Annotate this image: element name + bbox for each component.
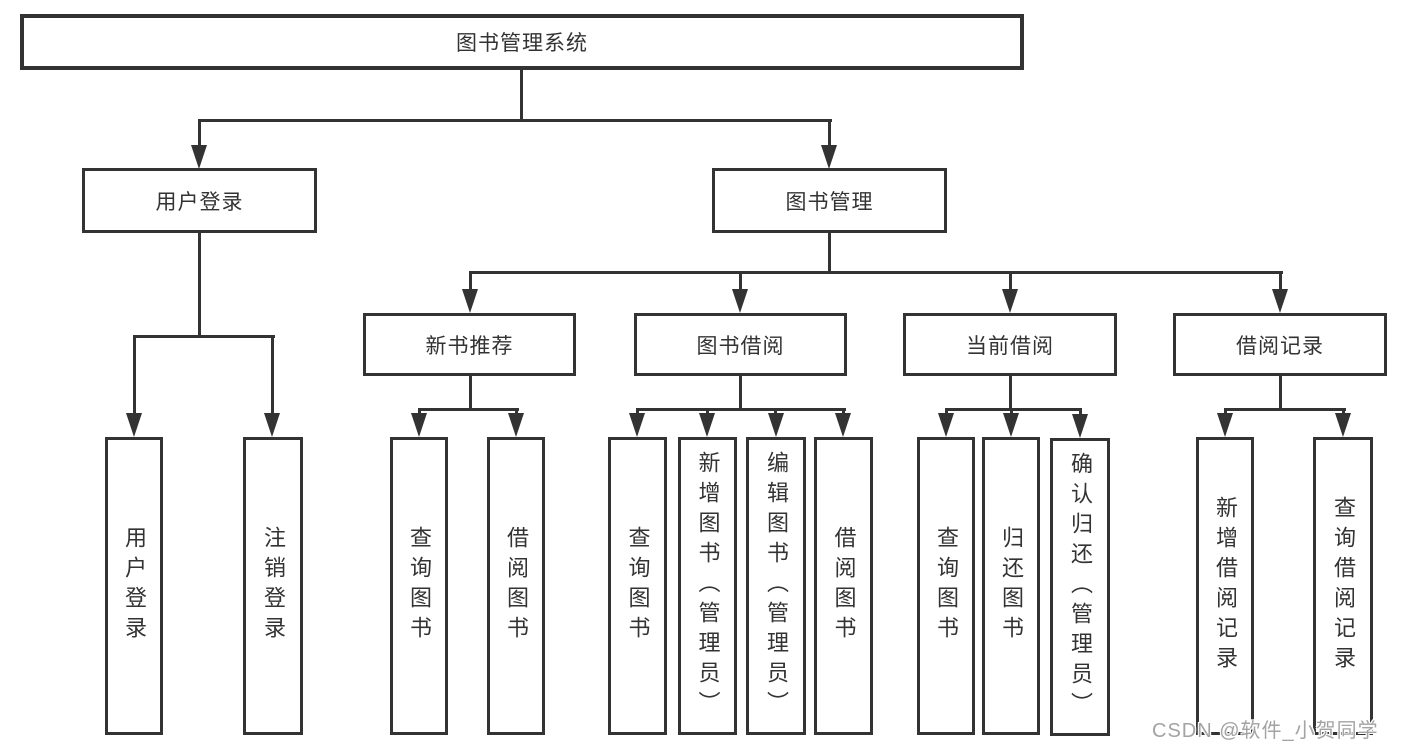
leaf-query-borrow-record: 查询借阅记录	[1313, 437, 1373, 735]
connector-line	[418, 408, 519, 411]
connector-line	[1224, 408, 1227, 416]
arrow-down-icon	[835, 413, 851, 437]
connector-line	[1079, 408, 1082, 416]
leaf-confirm-return-admin: 确认归还（管理员）	[1050, 438, 1110, 736]
connector-line	[520, 70, 523, 119]
leaf-add-book-admin: 新增图书（管理员）	[678, 437, 737, 735]
leaf-borrow-books-borrow-label: 借阅图书	[831, 526, 857, 646]
connector-line	[133, 335, 136, 415]
connector-line	[945, 408, 1082, 411]
arrow-down-icon	[191, 145, 207, 169]
leaf-query-books-current-label: 查询图书	[934, 526, 959, 646]
connector-line	[739, 376, 742, 411]
node-user-login-label: 用户登录	[155, 190, 244, 214]
node-book-management-label: 图书管理	[785, 190, 874, 214]
connector-line	[271, 335, 274, 415]
arrow-down-icon	[1003, 413, 1019, 437]
leaf-edit-book-admin-label: 编辑图书（管理员）	[764, 451, 789, 721]
leaf-borrow-books-recommend-label: 借阅图书	[504, 526, 529, 646]
connector-line	[1342, 408, 1345, 416]
node-root: 图书管理系统	[20, 14, 1024, 70]
leaf-logout: 注销登录	[243, 437, 303, 735]
arrow-down-icon	[699, 413, 715, 437]
leaf-query-books-borrow-label: 查询图书	[625, 526, 651, 646]
leaf-add-borrow-record-label: 新增借阅记录	[1213, 496, 1238, 676]
connector-line	[469, 271, 1283, 274]
arrow-down-icon	[411, 413, 427, 437]
connector-line	[469, 376, 472, 411]
node-current-borrow-label: 当前借阅	[966, 334, 1054, 358]
arrow-down-icon	[768, 413, 784, 437]
arrow-down-icon	[1335, 413, 1351, 437]
leaf-return-book-label: 归还图书	[999, 526, 1024, 646]
leaf-add-book-admin-label: 新增图书（管理员）	[695, 451, 721, 721]
leaf-query-borrow-record-label: 查询借阅记录	[1331, 496, 1356, 676]
connector-line	[774, 408, 777, 416]
arrow-down-icon	[1072, 414, 1088, 438]
leaf-borrow-books-borrow: 借阅图书	[814, 437, 873, 735]
connector-line	[515, 408, 518, 416]
leaf-query-books-current: 查询图书	[917, 437, 975, 735]
leaf-add-borrow-record: 新增借阅记录	[1196, 437, 1254, 735]
connector-line	[198, 119, 832, 122]
connector-line	[1010, 408, 1013, 416]
leaf-user-login: 用户登录	[105, 437, 163, 735]
connector-line	[706, 408, 709, 416]
connector-line	[945, 408, 948, 416]
leaf-borrow-books-recommend: 借阅图书	[487, 437, 545, 735]
connector-line	[636, 408, 846, 411]
node-new-book-recommend: 新书推荐	[363, 313, 576, 376]
leaf-query-books-recommend: 查询图书	[390, 437, 448, 735]
connector-line	[469, 271, 472, 293]
arrow-down-icon	[732, 289, 748, 313]
connector-line	[1009, 271, 1012, 293]
connector-line	[198, 233, 201, 335]
csdn-watermark: CSDN @软件_小贺同学	[1152, 720, 1379, 742]
connector-line	[1279, 376, 1282, 411]
connector-line	[842, 408, 845, 416]
connector-line	[1009, 376, 1012, 411]
connector-line	[1224, 408, 1346, 411]
leaf-query-books-recommend-label: 查询图书	[407, 526, 432, 646]
connector-line	[828, 119, 831, 147]
leaf-return-book: 归还图书	[982, 437, 1040, 735]
arrow-down-icon	[126, 413, 142, 437]
leaf-logout-label: 注销登录	[261, 526, 286, 646]
connector-line	[133, 335, 275, 338]
connector-line	[739, 271, 742, 293]
node-new-book-recommend-label: 新书推荐	[425, 334, 514, 358]
node-book-management: 图书管理	[712, 168, 947, 233]
node-user-login: 用户登录	[82, 168, 317, 233]
node-current-borrow: 当前借阅	[903, 313, 1117, 376]
connector-line	[828, 233, 831, 274]
connector-line	[1279, 271, 1282, 293]
node-borrow-records: 借阅记录	[1173, 313, 1387, 376]
leaf-user-login-label: 用户登录	[122, 526, 147, 646]
leaf-confirm-return-admin-label: 确认归还（管理员）	[1068, 452, 1093, 722]
arrow-down-icon	[629, 413, 645, 437]
node-book-borrow-label: 图书借阅	[696, 334, 785, 358]
connector-line	[418, 408, 421, 416]
arrow-down-icon	[508, 413, 524, 437]
connector-line	[636, 408, 639, 416]
arrow-down-icon	[1217, 413, 1233, 437]
arrow-down-icon	[1002, 289, 1018, 313]
arrow-down-icon	[821, 145, 837, 169]
leaf-edit-book-admin: 编辑图书（管理员）	[746, 437, 806, 735]
arrow-down-icon	[1272, 289, 1288, 313]
arrow-down-icon	[938, 413, 954, 437]
arrow-down-icon	[462, 289, 478, 313]
node-book-borrow: 图书借阅	[634, 313, 847, 376]
node-borrow-records-label: 借阅记录	[1236, 334, 1324, 358]
arrow-down-icon	[264, 413, 280, 437]
node-root-label: 图书管理系统	[456, 32, 588, 55]
leaf-query-books-borrow: 查询图书	[608, 437, 667, 735]
connector-line	[198, 119, 201, 147]
